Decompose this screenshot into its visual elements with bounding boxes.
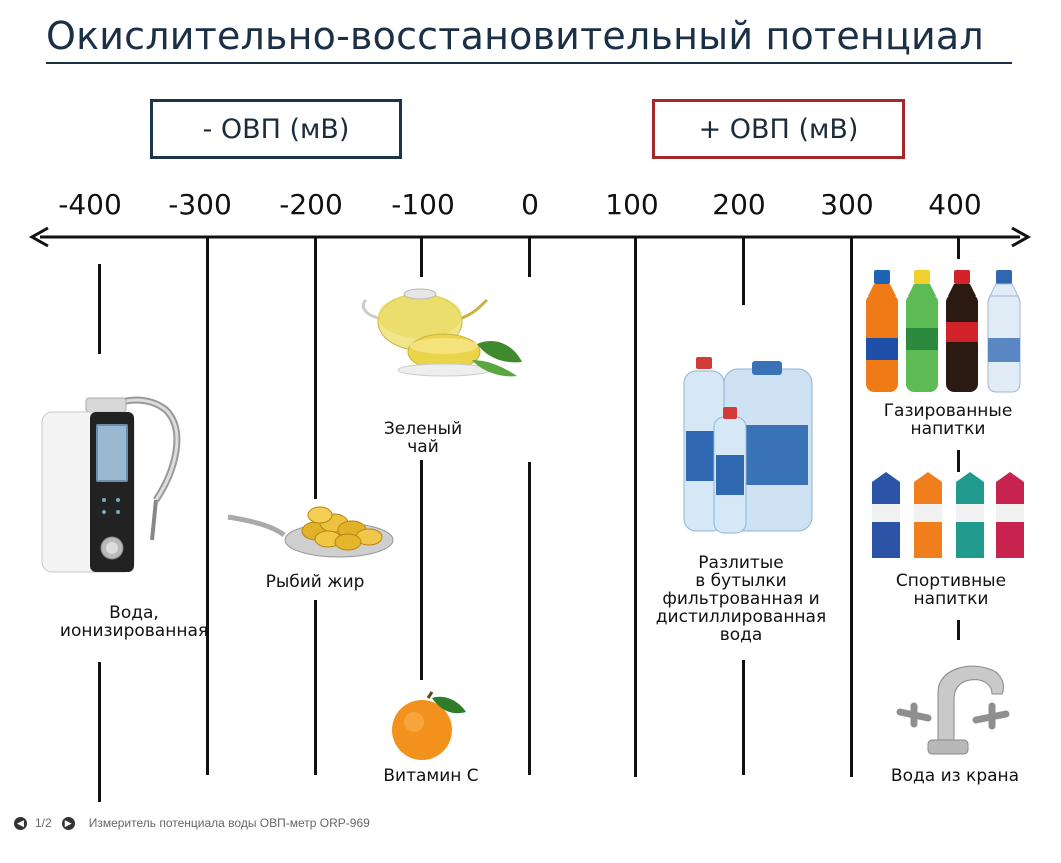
- label-tap-water: Вода из крана: [890, 766, 1020, 786]
- scale-line-400-low: [957, 620, 960, 640]
- scale-line-minus400-bottom: [98, 662, 101, 802]
- label-green-tea: Зеленый чай: [383, 419, 463, 457]
- scale-line-minus100-bottom: [420, 460, 423, 680]
- page-title: Окислительно-восстановительный потенциал: [46, 14, 984, 58]
- scale-line-400-mid: [957, 450, 960, 472]
- tick-label: 0: [521, 188, 539, 221]
- tick-label: 200: [712, 188, 766, 221]
- label-vitamin-c: Витамин С: [383, 766, 479, 786]
- title-underline: [46, 62, 1012, 64]
- tick-label: -200: [279, 188, 343, 221]
- next-page-icon[interactable]: ▶: [61, 816, 75, 830]
- tick-label: 100: [605, 188, 659, 221]
- scale-line-minus200-top: [314, 237, 317, 499]
- tick-label: 400: [928, 188, 982, 221]
- positive-orp-box: + ОВП (мВ): [652, 99, 905, 159]
- water-ionizer-image: [41, 396, 181, 573]
- faucet-image: [896, 665, 1010, 755]
- scale-line-zero-top: [528, 237, 531, 277]
- scale-line-400-top: [957, 237, 960, 259]
- label-ionized-water: Вода, ионизированная: [60, 604, 208, 640]
- scale-line-300: [850, 237, 853, 777]
- scale-line-100: [634, 237, 637, 777]
- scale-line-minus100-top: [420, 237, 423, 277]
- negative-orp-box: - ОВП (мВ): [150, 99, 402, 159]
- page-counter: 1/2: [35, 816, 52, 830]
- scale-line-200-bottom: [742, 660, 745, 775]
- prev-page-icon[interactable]: ◀: [14, 816, 27, 830]
- soda-bottles-image: [866, 270, 1021, 393]
- footer: ◀ 1/2 ▶ Измеритель потенциала воды ОВП-м…: [14, 816, 370, 830]
- scale-line-minus400-top: [98, 264, 101, 354]
- fish-oil-spoon-image: [227, 506, 394, 558]
- label-soda: Газированные напитки: [883, 401, 1013, 439]
- scale-line-zero-bottom: [528, 462, 531, 775]
- scale-line-minus300: [206, 237, 209, 775]
- tick-label: -300: [168, 188, 232, 221]
- scale-line-minus200-bottom: [314, 600, 317, 775]
- scale-line-200-top: [742, 237, 745, 305]
- sport-drinks-image: [872, 472, 1024, 558]
- orange-image: [392, 691, 466, 760]
- green-tea-image: [361, 288, 522, 377]
- label-bottled-water: Разлитые в бутылки фильтрованная и дисти…: [655, 553, 827, 645]
- label-sport-drinks: Спортивные напитки: [895, 571, 1007, 609]
- tick-label: -100: [391, 188, 455, 221]
- tick-label: 300: [820, 188, 874, 221]
- footer-caption: Измеритель потенциала воды ОВП-метр ORP-…: [88, 816, 370, 830]
- label-ionized-water-text: Вода, ионизированная: [59, 603, 209, 641]
- tick-label: -400: [58, 188, 122, 221]
- label-fish-oil: Рыбий жир: [265, 572, 365, 592]
- bottled-water-image: [683, 357, 813, 534]
